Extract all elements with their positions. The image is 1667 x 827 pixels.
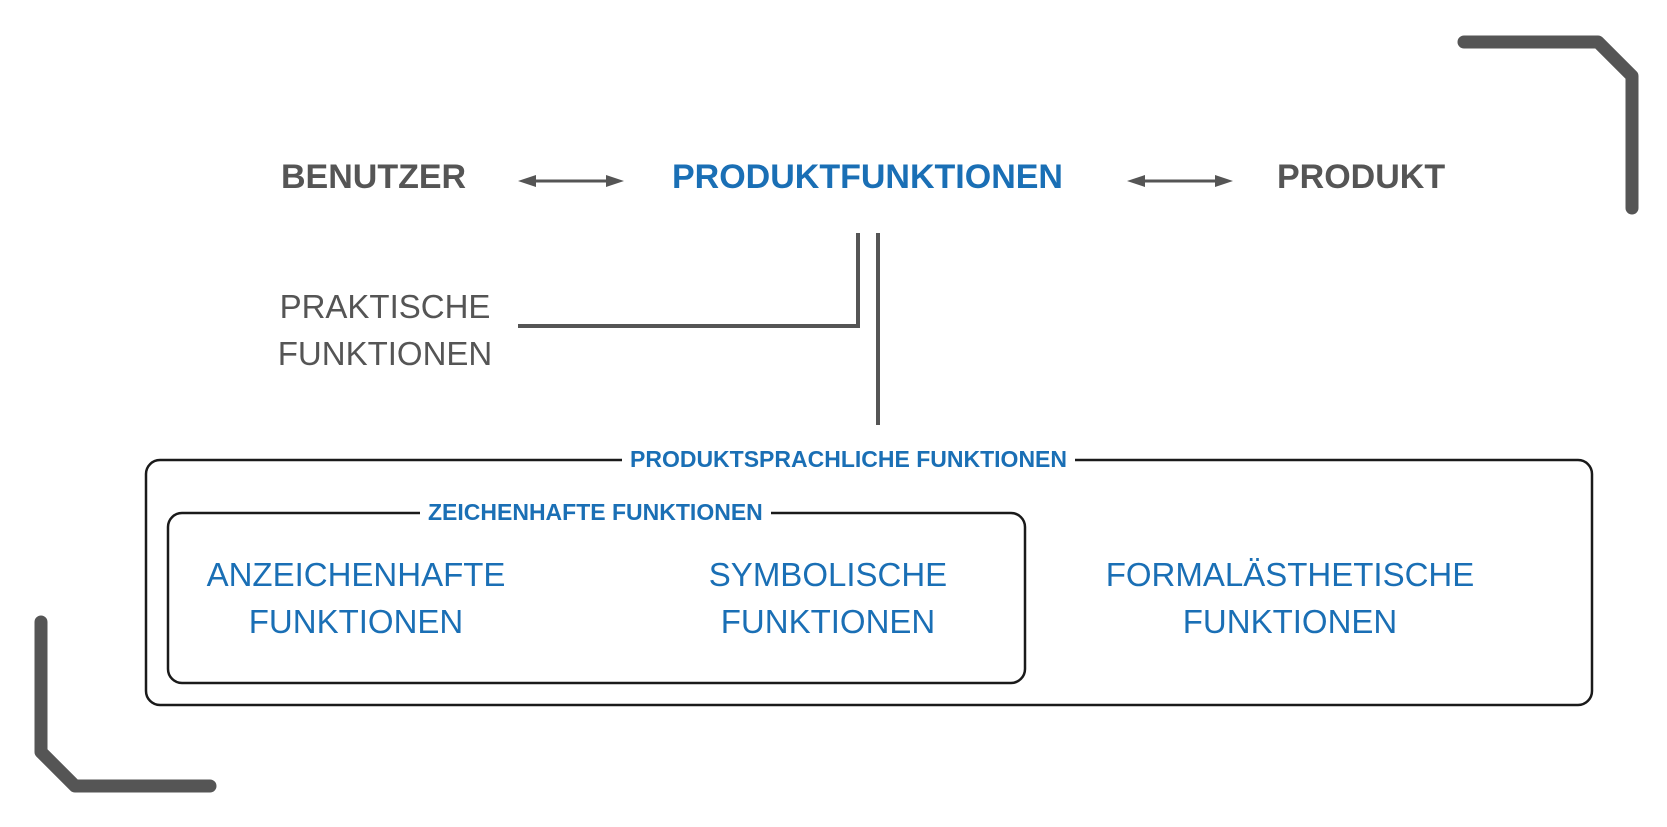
symbolic-functions-label: SYMBOLISCHE FUNKTIONEN [668, 551, 988, 645]
indicative-functions-line2: FUNKTIONEN [248, 603, 464, 640]
indicative-functions-label: ANZEICHENHAFTE FUNKTIONEN [196, 551, 516, 645]
symbolic-functions-line2: FUNKTIONEN [720, 603, 936, 640]
corner-bracket-bottom-left [34, 615, 217, 793]
product-functions-label: PRODUKTFUNKTIONEN [672, 158, 1063, 196]
product-label: PRODUKT [1277, 158, 1446, 196]
formal-aesthetic-functions-line1: FORMALÄSTHETISCHE [1105, 556, 1475, 593]
double-arrow-right [1127, 175, 1233, 187]
indicative-functions-line1: ANZEICHENHAFTE [206, 556, 506, 593]
connector-practical-functions [518, 233, 860, 328]
double-arrow-left [518, 175, 624, 187]
practical-functions-label: PRAKTISCHE FUNKTIONEN [270, 283, 500, 377]
user-label: BENUTZER [281, 158, 467, 196]
sign-functions-title: ZEICHENHAFTE FUNKTIONEN [420, 499, 771, 526]
practical-functions-line2: FUNKTIONEN [277, 335, 493, 372]
corner-bracket-top-right [1457, 35, 1639, 215]
formal-aesthetic-functions-label: FORMALÄSTHETISCHE FUNKTIONEN [1100, 551, 1480, 645]
symbolic-functions-line1: SYMBOLISCHE [708, 556, 948, 593]
language-functions-title: PRODUKTSPRACHLICHE FUNKTIONEN [622, 446, 1075, 473]
practical-functions-line1: PRAKTISCHE [279, 288, 491, 325]
formal-aesthetic-functions-line2: FUNKTIONEN [1182, 603, 1398, 640]
